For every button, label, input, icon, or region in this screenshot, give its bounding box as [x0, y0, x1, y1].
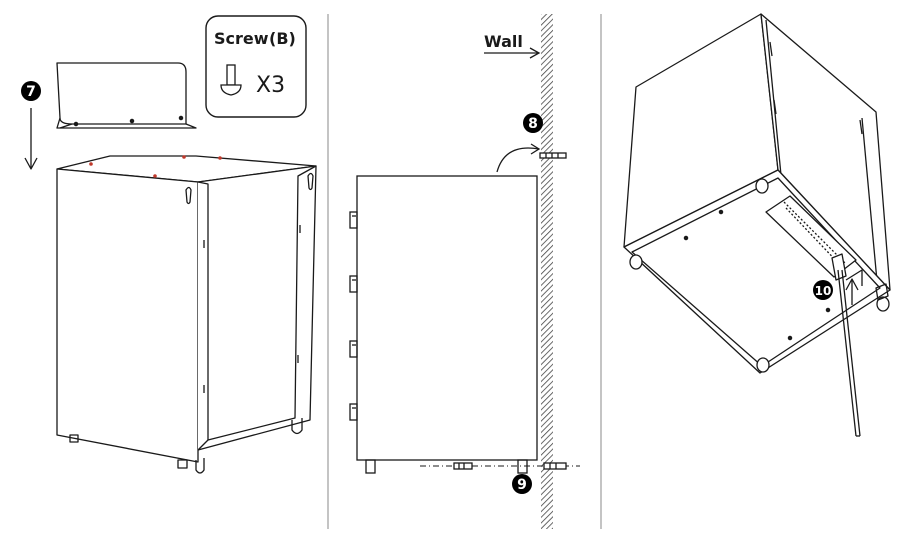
step-7-label: 7	[26, 84, 36, 100]
arrow-up-icon	[845, 278, 859, 305]
cabinet-bottom-view	[623, 13, 891, 374]
top-cover-plate	[56, 62, 197, 129]
step-10-label: 10	[815, 284, 832, 298]
step-8-label: 8	[528, 116, 538, 132]
arrow-right-icon	[484, 47, 541, 59]
screw-box: Screw (B) X3	[205, 15, 307, 118]
screw-box-title: Screw	[214, 29, 269, 48]
hinge	[349, 275, 358, 293]
screw-box-quantity: X3	[256, 73, 285, 98]
wall-screw-top	[539, 152, 567, 159]
step-9-badge: 9	[512, 474, 532, 494]
wall-screw-bottom	[543, 462, 567, 470]
screwdriver-icon	[837, 269, 861, 437]
wall	[541, 14, 553, 529]
arrow-down-icon	[24, 108, 38, 170]
curved-arrow-icon	[496, 143, 541, 173]
step-10-badge: 10	[813, 280, 833, 300]
panel-3	[623, 13, 891, 437]
step-7-badge: 7	[21, 81, 41, 101]
wall-label: Wall	[484, 32, 523, 51]
hinge	[349, 340, 358, 358]
hinge	[349, 211, 358, 229]
screw-box-code: (B)	[269, 29, 296, 48]
step-9-label: 9	[517, 477, 527, 493]
panel-2	[349, 14, 580, 529]
screw-icon	[220, 64, 242, 96]
step-8-badge: 8	[523, 113, 543, 133]
cabinet-open	[56, 155, 317, 474]
panel-1	[24, 62, 317, 474]
screw-hole-markers	[89, 155, 222, 178]
hinge	[349, 403, 358, 421]
bottom-screw	[453, 462, 473, 470]
cabinet-side-view	[349, 175, 538, 474]
